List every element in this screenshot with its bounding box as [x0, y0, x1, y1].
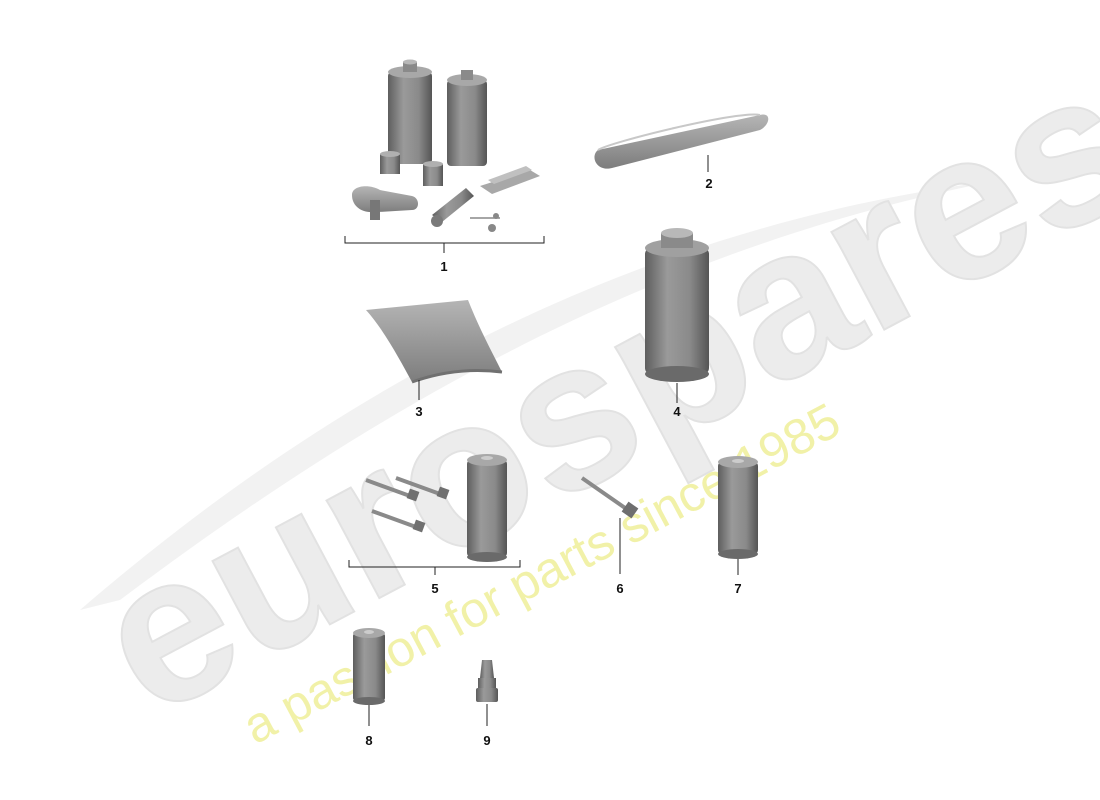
- callout-1: 1: [440, 259, 447, 274]
- watermark-brand: eurospares: [61, 21, 1100, 760]
- callout-6: 6: [616, 581, 623, 596]
- part-8-small-cartridge: [353, 628, 385, 705]
- part-6-screw: [580, 476, 639, 519]
- part-4-large-cartridge: [645, 228, 709, 382]
- callout-2: 2: [705, 176, 712, 191]
- part-7-cartridge: [718, 456, 758, 559]
- part-5-bracket: [348, 560, 521, 575]
- callout-5: 5: [431, 581, 438, 596]
- part-5-screw-cartridge-set: [365, 454, 507, 562]
- callout-3: 3: [415, 404, 422, 419]
- callout-4: 4: [673, 404, 681, 419]
- part-3-cloth: [366, 300, 503, 384]
- part-1-bracket: [344, 236, 545, 253]
- part-9-nozzle: [476, 660, 498, 702]
- callout-7: 7: [734, 581, 741, 596]
- part-2-pad: [594, 113, 769, 169]
- callout-8: 8: [365, 733, 372, 748]
- watermark: eurospares a passion for parts since 198…: [60, 20, 1100, 761]
- part-1-kit: [352, 59, 540, 232]
- callout-9: 9: [483, 733, 490, 748]
